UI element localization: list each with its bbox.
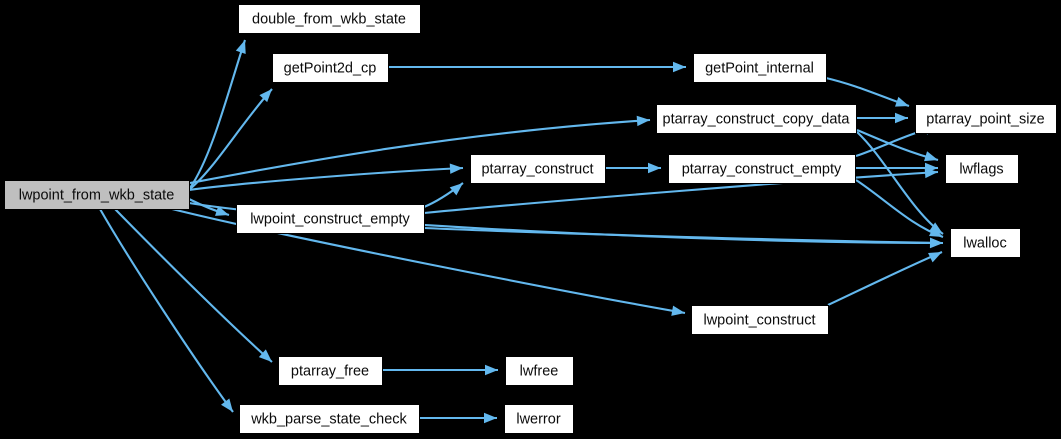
node-ptarray_construct[interactable]: ptarray_construct: [470, 154, 606, 184]
node-label: lwfree: [520, 363, 559, 379]
edge-getPoint_internal-to-ptarray_point_size: [825, 76, 910, 107]
node-lwpoint_construct_empty[interactable]: lwpoint_construct_empty: [236, 204, 425, 234]
arrowhead: [895, 112, 908, 124]
edge-lwpoint_construct_empty-to-lwflags: [423, 170, 939, 215]
node-box[interactable]: [693, 53, 827, 83]
node-box[interactable]: [236, 204, 425, 234]
node-label: lwpoint_construct_empty: [250, 211, 410, 227]
arrowhead: [485, 364, 498, 376]
node-label: getPoint_internal: [705, 60, 814, 76]
node-lwfree[interactable]: lwfree: [505, 356, 574, 386]
node-label: ptarray_construct_empty: [682, 161, 842, 177]
node-label: wkb_parse_state_check: [250, 411, 407, 427]
edge-lwpoint_construct_empty-to-lwalloc: [423, 226, 944, 245]
node-box[interactable]: [691, 305, 829, 335]
edge-lwpoint_construct-to-lwalloc: [827, 251, 943, 306]
node-wkb_parse_state_check[interactable]: wkb_parse_state_check: [239, 404, 420, 434]
node-box[interactable]: [238, 4, 421, 34]
edge-lwpoint_from_wkb_state-to-ptarray_construct: [188, 166, 464, 192]
node-ptarray_construct_copy_data[interactable]: ptarray_construct_copy_data: [656, 104, 857, 134]
node-box[interactable]: [668, 154, 856, 184]
node-box[interactable]: [239, 404, 420, 434]
node-label: ptarray_construct: [481, 161, 593, 177]
arrowhead: [259, 89, 272, 103]
node-label: lwpoint_construct: [703, 312, 815, 328]
node-ptarray_free[interactable]: ptarray_free: [278, 356, 383, 386]
node-lwpoint_from_wkb_state[interactable]: lwpoint_from_wkb_state: [4, 180, 190, 210]
node-label: lwalloc: [963, 235, 1007, 251]
edge-lwpoint_from_wkb_state-to-wkb_parse_state_check: [99, 208, 234, 413]
arrowhead: [929, 237, 943, 248]
node-label: lwflags: [959, 161, 1003, 177]
node-ptarray_construct_empty[interactable]: ptarray_construct_empty: [668, 154, 856, 184]
node-box[interactable]: [278, 356, 383, 386]
node-box[interactable]: [272, 53, 389, 83]
arrowhead: [648, 162, 661, 174]
node-box[interactable]: [505, 356, 574, 386]
node-lwerror[interactable]: lwerror: [504, 404, 574, 434]
node-box[interactable]: [945, 154, 1019, 184]
edge-ptarray_construct_empty-to-lwalloc: [855, 179, 944, 238]
arrowhead: [449, 163, 463, 174]
node-ptarray_point_size[interactable]: ptarray_point_size: [915, 104, 1057, 134]
node-box[interactable]: [4, 180, 190, 210]
arrowhead: [924, 167, 938, 179]
edge-lwpoint_from_wkb_state-to-getPoint2d_cp: [189, 88, 273, 190]
arrowhead: [929, 226, 943, 237]
arrowhead: [673, 61, 686, 73]
edge-lwpoint_from_wkb_state-to-ptarray_free: [114, 208, 273, 363]
node-label: lwerror: [516, 411, 560, 427]
arrowhead: [928, 252, 942, 263]
node-lwalloc[interactable]: lwalloc: [950, 228, 1021, 258]
node-getPoint2d_cp[interactable]: getPoint2d_cp: [272, 53, 389, 83]
arrowhead: [895, 96, 909, 107]
node-label: ptarray_construct_copy_data: [663, 111, 851, 127]
edge-lwpoint_from_wkb_state-to-lwpoint_construct: [171, 207, 686, 315]
edge-ptarray_construct_copy_data-to-lwalloc: [856, 131, 944, 235]
arrowhead: [924, 151, 938, 162]
arrowhead: [215, 206, 229, 216]
node-box[interactable]: [656, 104, 857, 134]
arrowhead: [258, 349, 272, 362]
node-lwpoint_construct[interactable]: lwpoint_construct: [691, 305, 829, 335]
node-box[interactable]: [470, 154, 606, 184]
node-lwflags[interactable]: lwflags: [945, 154, 1019, 184]
arrowhead: [235, 40, 246, 54]
node-box[interactable]: [950, 228, 1021, 258]
node-label: ptarray_free: [291, 363, 369, 379]
arrowhead: [636, 115, 650, 127]
arrowhead: [484, 412, 497, 424]
node-label: getPoint2d_cp: [284, 60, 377, 76]
arrowhead: [671, 305, 685, 316]
node-double_from_wkb_state[interactable]: double_from_wkb_state: [238, 4, 421, 34]
node-label: ptarray_point_size: [926, 111, 1045, 127]
node-box[interactable]: [504, 404, 574, 434]
edge-lwpoint_from_wkb_state-to-double_from_wkb_state: [189, 39, 246, 189]
edge-lwpoint_from_wkb_state-to-ptarray_construct_copy_data: [189, 118, 651, 185]
node-label: double_from_wkb_state: [252, 11, 406, 27]
node-box[interactable]: [915, 104, 1057, 134]
node-getPoint_internal[interactable]: getPoint_internal: [693, 53, 827, 83]
node-label: lwpoint_from_wkb_state: [19, 187, 175, 203]
nodes-layer: lwpoint_from_wkb_state double_from_wkb_st…: [4, 4, 1057, 434]
arrowhead: [221, 398, 233, 412]
arrowhead: [449, 183, 463, 196]
